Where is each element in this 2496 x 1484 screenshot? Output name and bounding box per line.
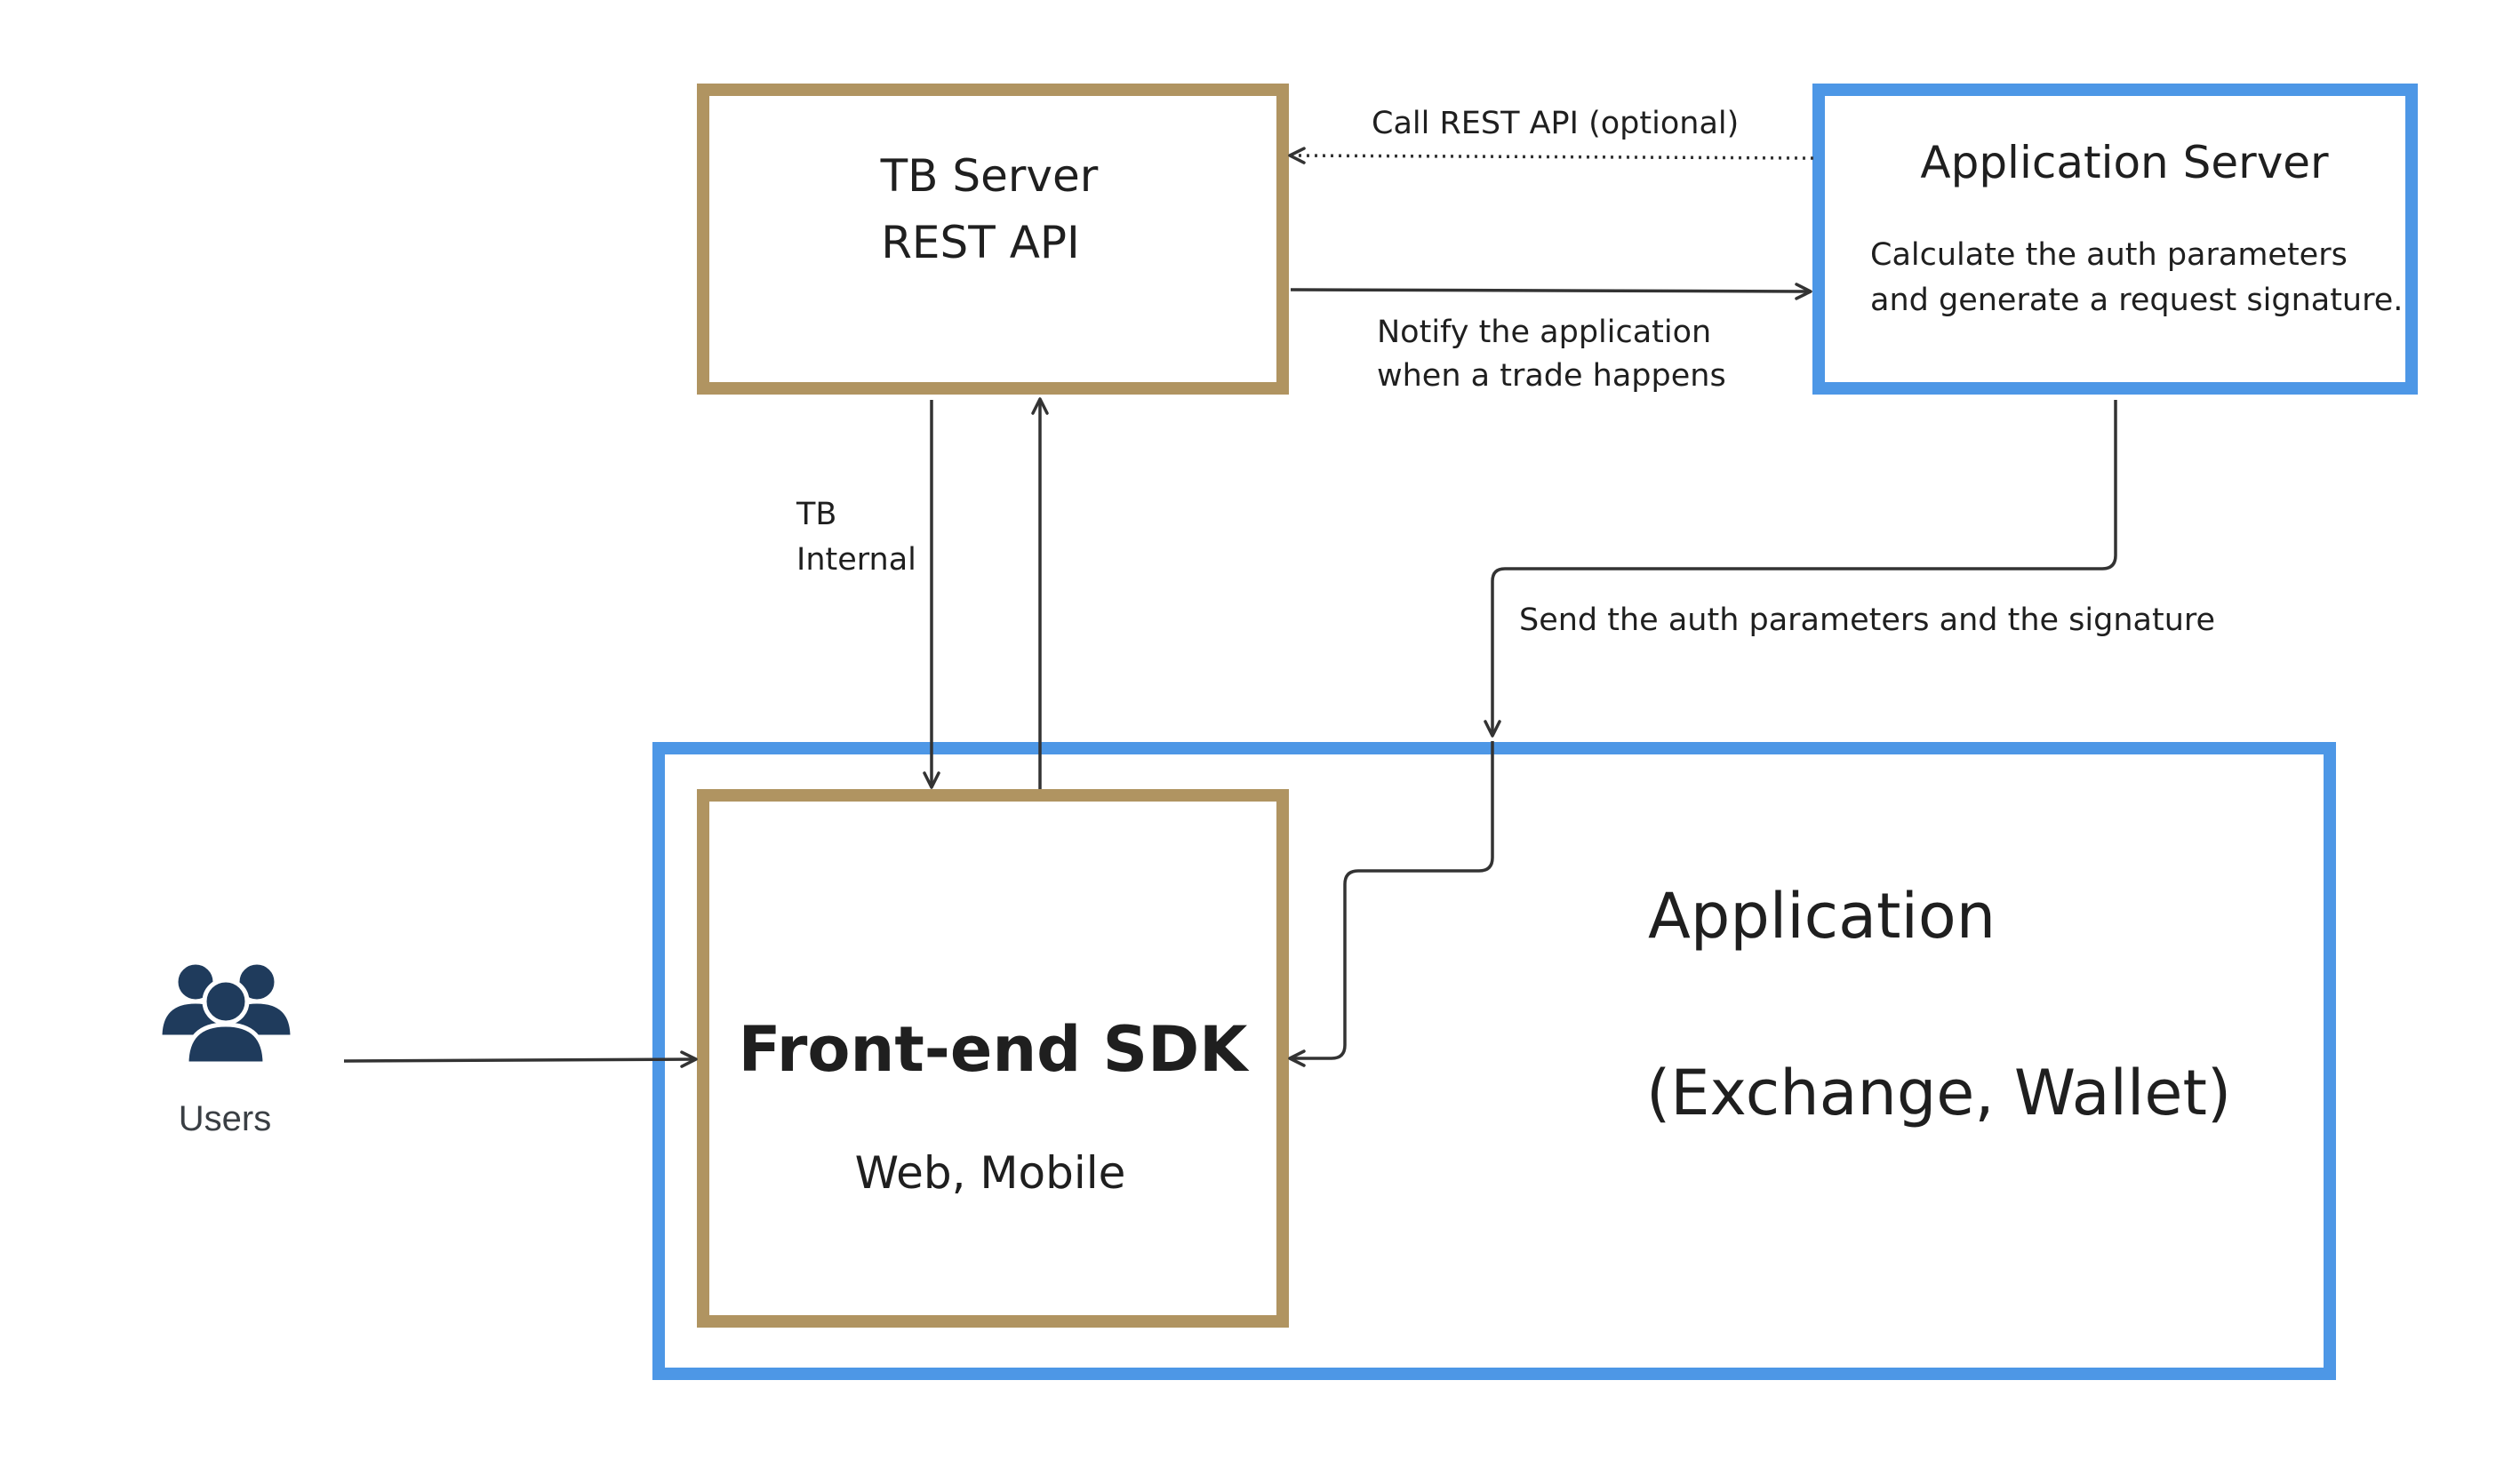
send-auth-label: Send the auth parameters and the signatu…: [1519, 602, 2215, 638]
application-title: Application: [1648, 880, 1996, 953]
application-server-box: [1812, 84, 2418, 395]
application-server-desc-line1: Calculate the auth parameters: [1870, 237, 2348, 273]
tb-server-title: TB Server: [880, 150, 1099, 202]
send-auth-arrow: [1484, 400, 2117, 738]
call-rest-api-label: Call REST API (optional): [1372, 106, 1739, 141]
application-server-desc-line2: and generate a request signature.: [1870, 283, 2403, 318]
front-end-sdk-subtitle: Web, Mobile: [855, 1147, 1126, 1199]
users-label: Users: [179, 1099, 271, 1138]
users-arrow: [343, 1050, 698, 1068]
notify-label-line2: when a trade happens: [1377, 358, 1726, 394]
front-end-sdk-box: [697, 789, 1289, 1328]
send-auth-into-sdk-arrow: [1288, 741, 1494, 1067]
application-box: [652, 742, 2336, 1380]
call-rest-api-arrow: [1288, 147, 1814, 164]
tb-server-subtitle: REST API: [881, 217, 1080, 268]
tb-internal-label-line2: Internal: [796, 542, 916, 578]
notify-arrow: [1290, 283, 1812, 300]
front-end-sdk-title: Front-end SDK: [739, 1013, 1251, 1086]
tb-internal-label-line1: TB: [796, 497, 836, 532]
users-group-icon: [157, 960, 295, 1066]
notify-label-line1: Notify the application: [1377, 315, 1711, 350]
tb-server-box: [697, 84, 1289, 395]
application-server-title: Application Server: [1920, 137, 2329, 188]
application-subtitle: (Exchange, Wallet): [1646, 1057, 2231, 1129]
